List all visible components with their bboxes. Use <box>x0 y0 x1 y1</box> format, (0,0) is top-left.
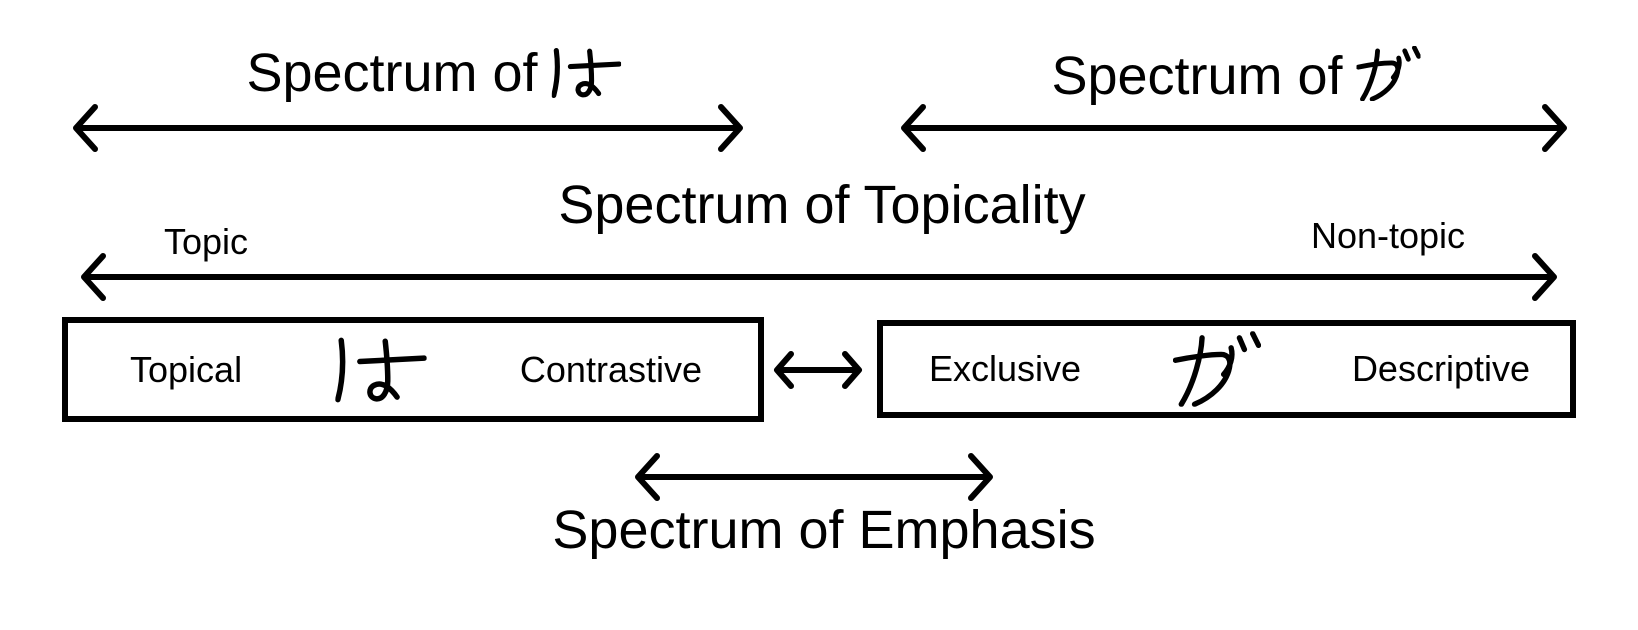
emphasis-title-text: Spectrum of Emphasis <box>552 500 1096 560</box>
spectrum-wa-title-text: Spectrum of <box>246 43 538 103</box>
spectrum-wa-arrow <box>73 104 743 152</box>
topicality-title: Spectrum of Topicality <box>558 178 1085 232</box>
ga-particle-glyph <box>1357 46 1421 101</box>
wa-box-contrastive-label: Contrastive <box>519 348 702 390</box>
spectrum-wa-title: Spectrum of <box>246 46 621 100</box>
ga-box-exclusive-label: Exclusive <box>929 348 1082 389</box>
spectrum-ga-title-text: Spectrum of <box>1051 46 1343 106</box>
spectrum-ga-arrow <box>901 104 1567 152</box>
wa-particle-glyph <box>335 337 427 403</box>
ga-box: Exclusive Descriptive <box>877 320 1576 418</box>
non-topic-label: Non-topic <box>1310 215 1466 256</box>
emphasis-arrow <box>635 453 993 501</box>
topicality-title-text: Spectrum of Topicality <box>558 175 1086 235</box>
wa-box: Topical Contrastive <box>62 317 764 422</box>
ga-particle-glyph <box>1173 331 1261 407</box>
topic-label: Topic <box>163 221 249 262</box>
topicality-arrow <box>81 253 1557 301</box>
spectrum-ga-title: Spectrum of <box>1051 46 1420 103</box>
wa-particle-glyph <box>552 48 622 98</box>
ga-box-descriptive-label: Descriptive <box>1351 348 1530 389</box>
emphasis-title: Spectrum of Emphasis <box>552 503 1095 557</box>
wa-box-topical-label: Topical <box>130 348 243 390</box>
box-link-arrow <box>774 351 862 389</box>
